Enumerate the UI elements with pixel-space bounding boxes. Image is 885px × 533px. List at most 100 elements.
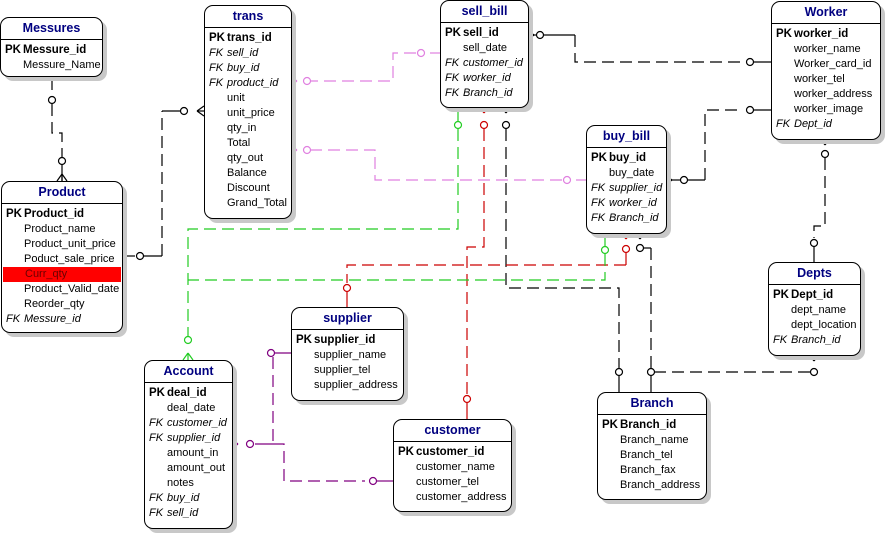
field-name: worker_image	[794, 103, 864, 115]
field-row[interactable]: Messure_Name	[1, 58, 102, 73]
optional-circle-marker	[266, 348, 276, 358]
field-row[interactable]: amount_in	[145, 446, 232, 461]
field-row[interactable]: notes	[145, 476, 232, 491]
field-row[interactable]: qty_out	[205, 151, 291, 166]
field-row[interactable]: unit_price	[205, 106, 291, 121]
field-row[interactable]: Product_unit_price	[2, 237, 122, 252]
relationship-line	[187, 129, 459, 336]
field-row[interactable]: worker_address	[772, 87, 880, 102]
optional-circle-marker	[621, 244, 631, 254]
field-row[interactable]: Worker_card_id	[772, 57, 880, 72]
field-name: Grand_Total	[227, 197, 287, 209]
field-name: Reorder_qty	[24, 298, 85, 310]
field-row[interactable]: Grand_Total	[205, 196, 291, 211]
field-row[interactable]: Branch_tel	[598, 448, 706, 463]
field-row[interactable]: customer_tel	[394, 475, 511, 490]
field-row[interactable]: unit	[205, 91, 291, 106]
field-row[interactable]: dept_name	[769, 303, 860, 318]
field-row[interactable]: Balance	[205, 166, 291, 181]
field-row[interactable]: Total	[205, 136, 291, 151]
field-row[interactable]: worker_image	[772, 102, 880, 117]
optional-circle-marker	[820, 149, 830, 159]
field-row[interactable]: Discount	[205, 181, 291, 196]
field-row[interactable]: Branch_fax	[598, 463, 706, 478]
field-row[interactable]: sell_date	[441, 41, 528, 56]
field-name: Product_unit_price	[24, 238, 116, 250]
field-row[interactable]: amount_out	[145, 461, 232, 476]
field-name: notes	[167, 477, 194, 489]
relationship-line	[188, 254, 606, 281]
field-row[interactable]: qty_in	[205, 121, 291, 136]
entity-title: Depts	[769, 263, 860, 285]
field-row[interactable]: deal_date	[145, 401, 232, 416]
field-name: supplier_id	[314, 334, 376, 346]
field-name: dept_location	[791, 319, 857, 331]
key-marker: FK	[209, 77, 224, 89]
field-row[interactable]: Branch_address	[598, 478, 706, 493]
field-name: supplier_id	[609, 182, 663, 194]
key-marker: PK	[602, 419, 618, 431]
field-row[interactable]: worker_name	[772, 42, 880, 57]
field-row-highlighted[interactable]: Curr_qty	[3, 267, 121, 282]
field-row[interactable]: Poduct_sale_price	[2, 252, 122, 267]
field-row[interactable]: Branch_name	[598, 433, 706, 448]
field-row[interactable]: Reorder_qty	[2, 297, 122, 312]
optional-circle-marker	[809, 367, 819, 377]
field-row[interactable]: supplier_name	[292, 348, 403, 363]
field-name: Dept_id	[791, 289, 834, 301]
field-row[interactable]: supplier_address	[292, 378, 403, 393]
field-row[interactable]: Product_Valid_date	[2, 282, 122, 297]
field-row[interactable]: customer_address	[394, 490, 511, 505]
field-row[interactable]: customer_name	[394, 460, 511, 475]
optional-circle-marker	[535, 30, 545, 40]
field-row[interactable]: Product_name	[2, 222, 122, 237]
field-row[interactable]: worker_tel	[772, 72, 880, 87]
optional-circle-marker	[302, 76, 312, 86]
field-row[interactable]: dept_location	[769, 318, 860, 333]
field-row[interactable]: buy_date	[587, 166, 666, 181]
field-row[interactable]: supplier_tel	[292, 363, 403, 378]
key-marker: PK	[6, 208, 22, 220]
key-marker: FK	[209, 47, 224, 59]
